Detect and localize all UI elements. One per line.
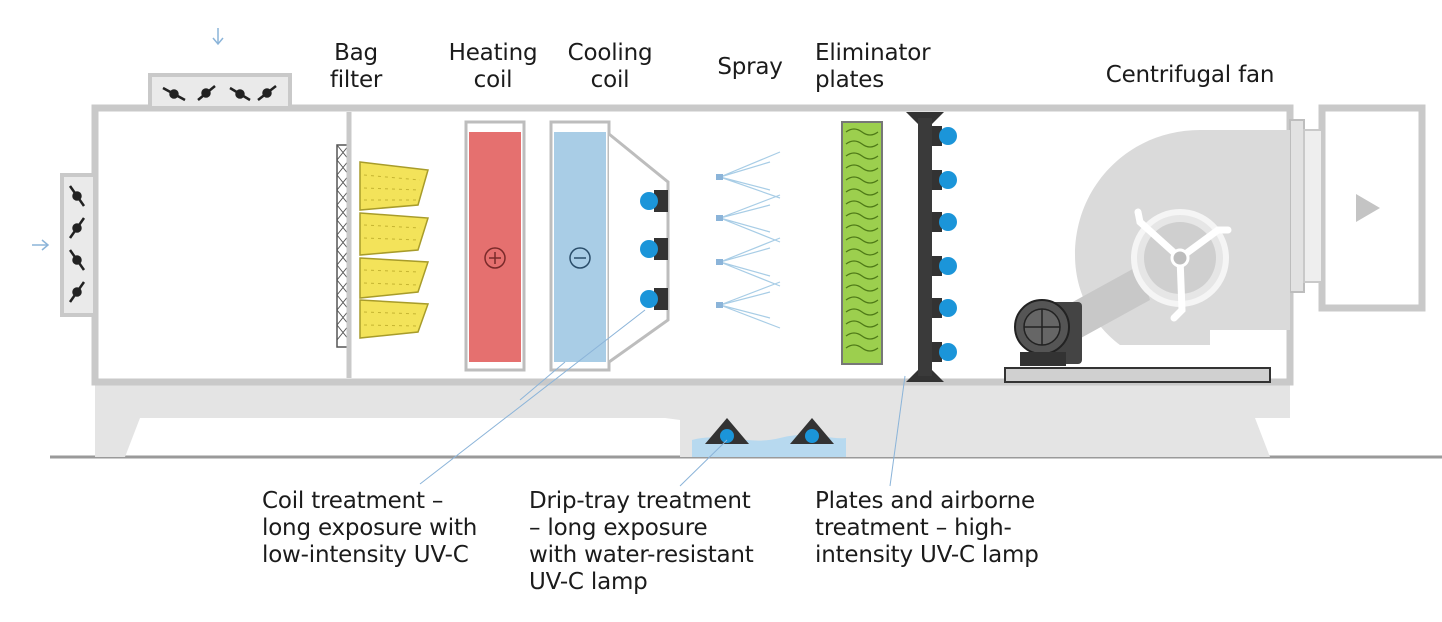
bag-filter-lattice (336, 144, 350, 341)
plates-airborne-treatment-caption: Plates and airborne treatment – high- in… (815, 488, 1039, 568)
coil-uv-lamps (640, 190, 668, 310)
plate-uv-lamps (932, 126, 957, 362)
fan-blades-icon (1134, 208, 1232, 322)
fan-base-plate (1004, 367, 1271, 383)
motor-cross (1024, 309, 1060, 345)
top-intake-arrow-icon (212, 28, 224, 46)
bag-filter-label: Bag filter (329, 40, 383, 93)
bag-filter-bags (359, 161, 430, 339)
drip-tray-uv-lamps (705, 418, 834, 444)
centrifugal-fan-label: Centrifugal fan (1105, 62, 1275, 88)
minus-icon (569, 247, 591, 269)
top-damper-blades (162, 85, 277, 102)
eliminator-plates (841, 121, 883, 365)
uv-rack-bar (918, 118, 932, 376)
outlet-arrow-icon (1356, 194, 1380, 222)
spray-pattern (719, 151, 781, 329)
heating-coil (469, 132, 521, 362)
fan-hub (1170, 248, 1190, 268)
drip-tray-treatment-caption: Drip-tray treatment – long exposure with… (529, 488, 754, 595)
plus-icon (484, 247, 506, 269)
spray-label: Spray (717, 54, 783, 80)
spray-nozzles (716, 174, 723, 308)
outlet-flange-2 (1303, 129, 1323, 283)
bag-filter-texture (363, 174, 421, 327)
unit-base (95, 382, 1290, 457)
side-intake-arrow-icon (32, 239, 50, 251)
cooling-coil (554, 132, 606, 362)
eliminator-wave-pattern (845, 128, 879, 352)
eliminator-plates-label: Eliminator plates (815, 40, 931, 93)
plus-icon-mark (489, 252, 501, 264)
coil-treatment-caption: Coil treatment – long exposure with low-… (262, 488, 478, 568)
side-damper-blades (68, 185, 86, 303)
heating-coil-label: Heating coil (448, 40, 538, 93)
outlet-flange (1289, 119, 1305, 293)
cooling-coil-label: Cooling coil (567, 40, 653, 93)
motor-foot (1020, 352, 1066, 366)
callout-leaders (419, 309, 906, 487)
